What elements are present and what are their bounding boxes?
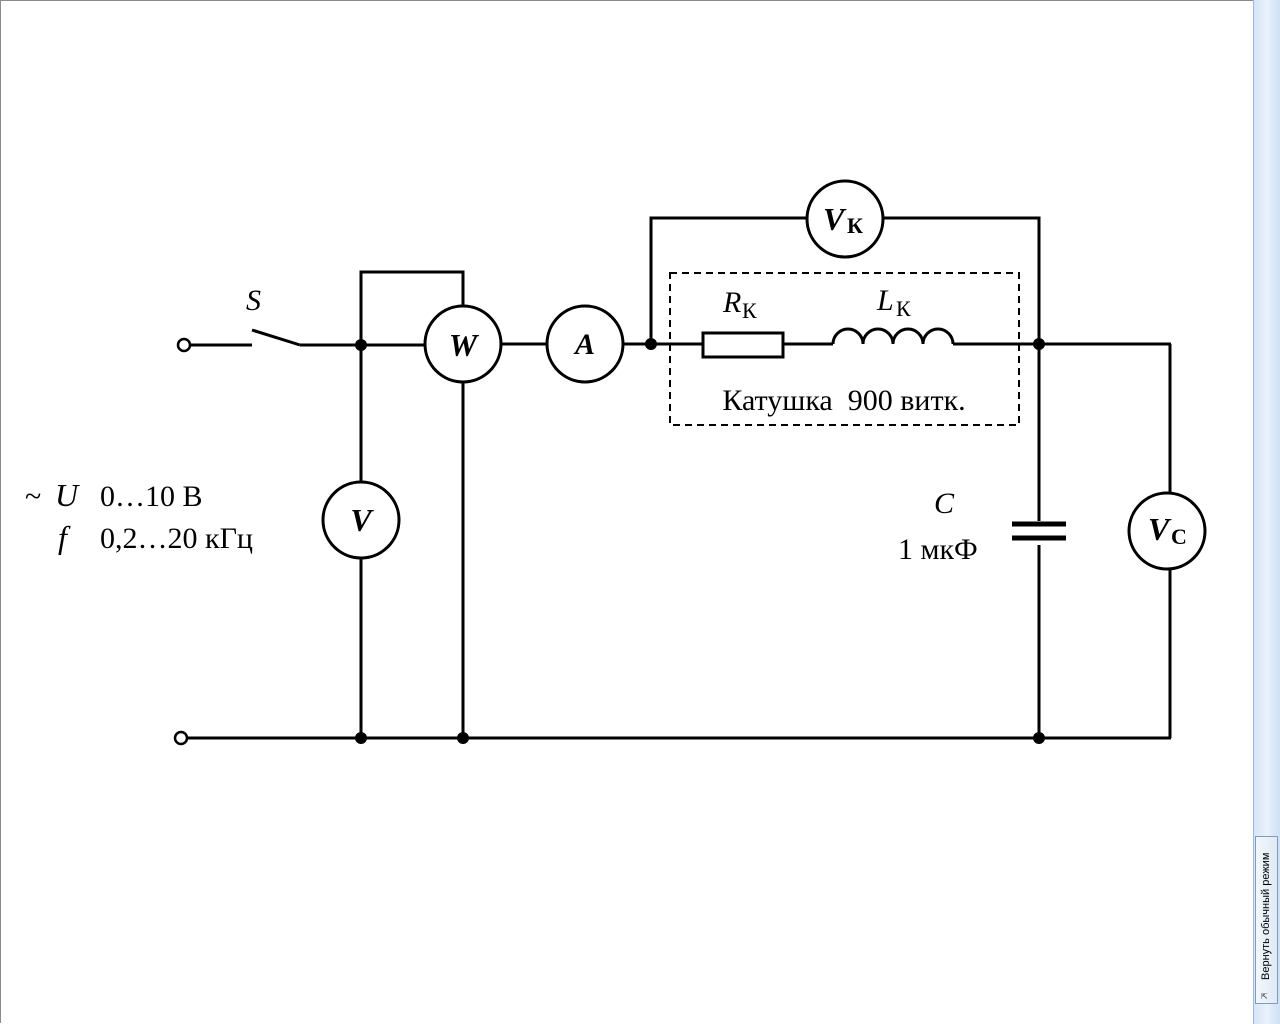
vk-wire-left [649,216,806,344]
input-terminal-bottom [173,730,189,746]
wattmeter-label: W [449,327,480,363]
coil-caption: Катушка 900 витк. [722,384,965,417]
restore-normal-view-button[interactable] [1255,836,1278,1004]
coil-voltmeter-label: V [823,201,847,237]
ammeter-label: A [573,328,595,361]
voltmeter-label: V [350,502,374,538]
source-frequency-range: 0,2…20 кГц [100,522,253,555]
capacitor-symbol: C [934,487,955,520]
resistor-symbol: R [722,286,741,319]
coil-voltmeter-subscript: К [847,213,863,238]
restore-normal-view-label[interactable]: Вернуть обычный режим [1260,852,1272,980]
coil-voltmeter [805,179,885,259]
restore-arrow-icon: ⇱ [1261,992,1268,1001]
vk-wire-right [884,216,1041,521]
slide-frame [0,0,1253,1023]
ammeter [545,304,625,384]
source-voltage-symbol: U [55,477,80,513]
source-tilde: ~ [25,480,41,513]
wattmeter [423,304,503,384]
junction-dot [645,338,657,350]
junction-dot [355,339,367,351]
capacitor-value: 1 мкФ [898,533,978,566]
capacitor-voltmeter-label: V [1148,511,1172,547]
inductor-symbol: L [876,284,894,317]
inductor-lk [831,327,955,345]
inductor-subscript: К [896,296,911,321]
resistor-subscript: К [742,298,757,323]
junction-dot [355,732,367,744]
wattmeter-voltage-loop [359,270,465,345]
voltmeter [321,480,401,560]
switch-label: S [246,284,261,317]
switch-blade [251,328,301,347]
coil-boundary [669,272,1020,426]
junction-dot [1033,338,1045,350]
junction-dot [1033,732,1045,744]
source-voltage-range: 0…10 В [100,480,203,513]
capacitor-voltmeter-subscript: С [1171,524,1187,549]
capacitor-voltmeter [1127,491,1207,571]
resistor-rk [701,331,785,359]
junction-dot [457,732,469,744]
source-frequency-symbol: f [58,519,71,555]
input-terminal-top [176,337,192,353]
